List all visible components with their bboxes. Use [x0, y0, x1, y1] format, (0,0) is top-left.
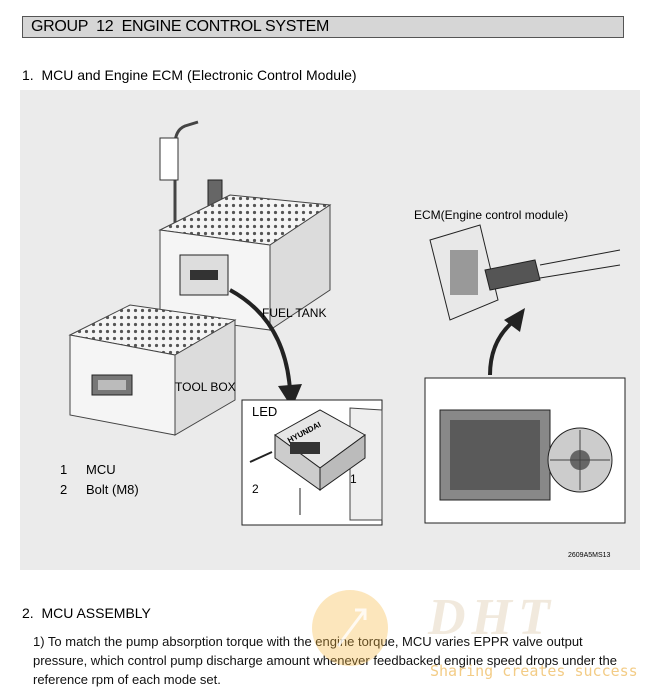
engine-control-figure: ECM(Engine control module) FUEL TANK TOO… [20, 90, 640, 570]
legend-item-2: 2 Bolt (M8) [60, 482, 139, 497]
section2-paragraph: 1) To match the pump absorption torque w… [33, 634, 617, 687]
section1-subtitle: (Electronic Control Module) [186, 67, 357, 83]
legend-num: 1 [60, 462, 68, 477]
section2-heading: 2. MCU ASSEMBLY [22, 605, 151, 621]
fuel-tank-label: FUEL TANK [262, 306, 327, 320]
ecm-label: ECM(Engine control module) [414, 208, 569, 222]
section2-title: 2. MCU ASSEMBLY [22, 605, 151, 621]
section1-title: 1. MCU and Engine ECM [22, 67, 184, 83]
figure-illustration [68, 120, 626, 526]
callout-2: 2 [252, 482, 259, 496]
callout-1: 1 [350, 472, 357, 486]
group-header: GROUP 12 ENGINE CONTROL SYSTEM [22, 16, 624, 38]
group-title: GROUP 12 ENGINE CONTROL SYSTEM [31, 18, 330, 35]
section1-heading: 1. MCU and Engine ECM (Electronic Contro… [22, 67, 357, 83]
tool-box-label: TOOL BOX [175, 380, 236, 394]
figure-code: 2609A5MS13 [568, 552, 611, 559]
legend-text: Bolt (M8) [86, 482, 139, 497]
legend-text: MCU [86, 462, 116, 477]
legend-num: 2 [60, 482, 68, 497]
legend-item-1: 1 MCU [60, 462, 116, 477]
led-label: LED [252, 404, 278, 419]
